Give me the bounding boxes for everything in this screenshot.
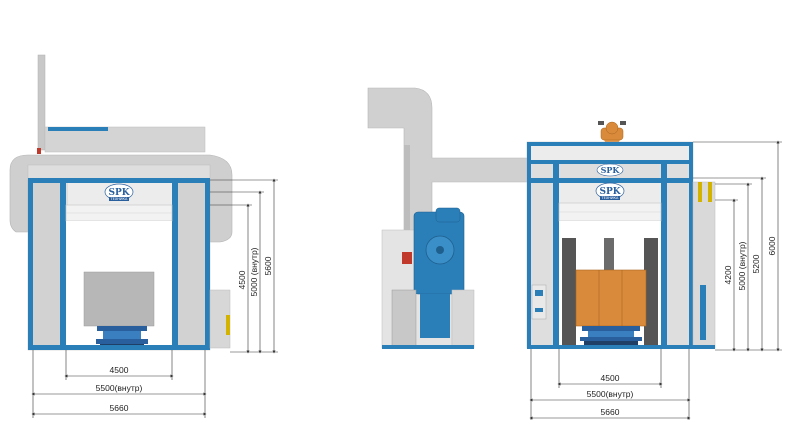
left-inner-pillar-left xyxy=(60,183,66,350)
right-outer-pillar-left xyxy=(527,142,531,348)
left-exhaust-pipe xyxy=(37,54,46,151)
left-side-panel-right xyxy=(178,183,205,345)
right-logo: SPK SPK ТЕХНИКА xyxy=(595,163,625,200)
left-booth-view: SPK ТЕХНИКА xyxy=(9,54,233,351)
left-base-strip xyxy=(28,345,210,350)
left-vertical-dims xyxy=(210,178,278,354)
left-logo-text: SPK xyxy=(108,188,130,198)
left-vdim-2: 5000 (внутр) xyxy=(249,247,259,296)
left-logo-sub: ТЕХНИКА xyxy=(110,197,128,201)
right-cyclone-frame xyxy=(391,289,417,347)
right-vdim-1: 4200 xyxy=(723,265,733,284)
right-inner-pillar-left xyxy=(553,164,559,348)
left-inner-pillar-right xyxy=(172,183,178,350)
left-hdim-3: 5660 xyxy=(110,403,129,413)
right-vdim-3: 5200 xyxy=(751,254,761,273)
left-lift-table xyxy=(96,326,148,348)
left-hdim-2: 5500(внутр) xyxy=(96,383,143,393)
right-logo-sub: ТЕХНИКА xyxy=(601,196,619,200)
left-hdim-1: 4500 xyxy=(110,365,129,375)
left-roof-frame xyxy=(48,127,108,131)
left-yellow-marker xyxy=(226,315,230,335)
right-curtain-right xyxy=(644,238,658,345)
right-logo-text-top: SPK xyxy=(601,165,621,175)
left-outer-pillar-right xyxy=(205,183,210,350)
right-vdim-4: 6000 xyxy=(767,236,777,255)
right-horizontal-dims xyxy=(529,349,691,420)
right-curtain-left xyxy=(562,238,576,345)
right-hdim-3: 5660 xyxy=(601,407,620,417)
left-outer-pillar-left xyxy=(28,183,33,350)
right-top-beam xyxy=(527,178,693,183)
right-base-strip xyxy=(527,345,715,349)
right-roof-beam xyxy=(527,142,693,146)
right-side-cabinet xyxy=(451,289,475,349)
right-hdim-2: 5500(внутр) xyxy=(587,389,634,399)
left-top-beam xyxy=(28,178,210,183)
right-inner-pillar-right xyxy=(661,164,667,348)
left-rear-duct xyxy=(44,126,206,153)
right-vdim-2: 5000 (внутр) xyxy=(737,241,747,290)
right-outer-pillar-right xyxy=(689,142,693,348)
left-vdim-3: 5600 xyxy=(263,256,273,275)
right-upper-panel xyxy=(531,146,689,160)
left-vdim-1: 4500 xyxy=(237,270,247,289)
right-duct-pipe xyxy=(404,145,410,255)
left-cargo-box xyxy=(83,271,155,327)
right-motor xyxy=(435,207,461,223)
left-horizontal-dims xyxy=(31,350,207,418)
right-cargo-box xyxy=(575,269,647,327)
right-hopper xyxy=(420,294,450,338)
left-logo: SPK ТЕХНИКА xyxy=(104,183,134,201)
right-hdim-1: 4500 xyxy=(601,373,620,383)
right-booth-view: SPK SPK ТЕХНИКА xyxy=(367,87,716,349)
right-vertical-dims xyxy=(693,140,782,352)
right-red-valve xyxy=(402,252,412,264)
right-lift-table xyxy=(580,326,642,345)
right-logo-text: SPK xyxy=(599,187,621,197)
right-mid-beam xyxy=(527,160,693,164)
left-red-light xyxy=(37,148,41,154)
left-side-panel-left xyxy=(33,183,60,345)
